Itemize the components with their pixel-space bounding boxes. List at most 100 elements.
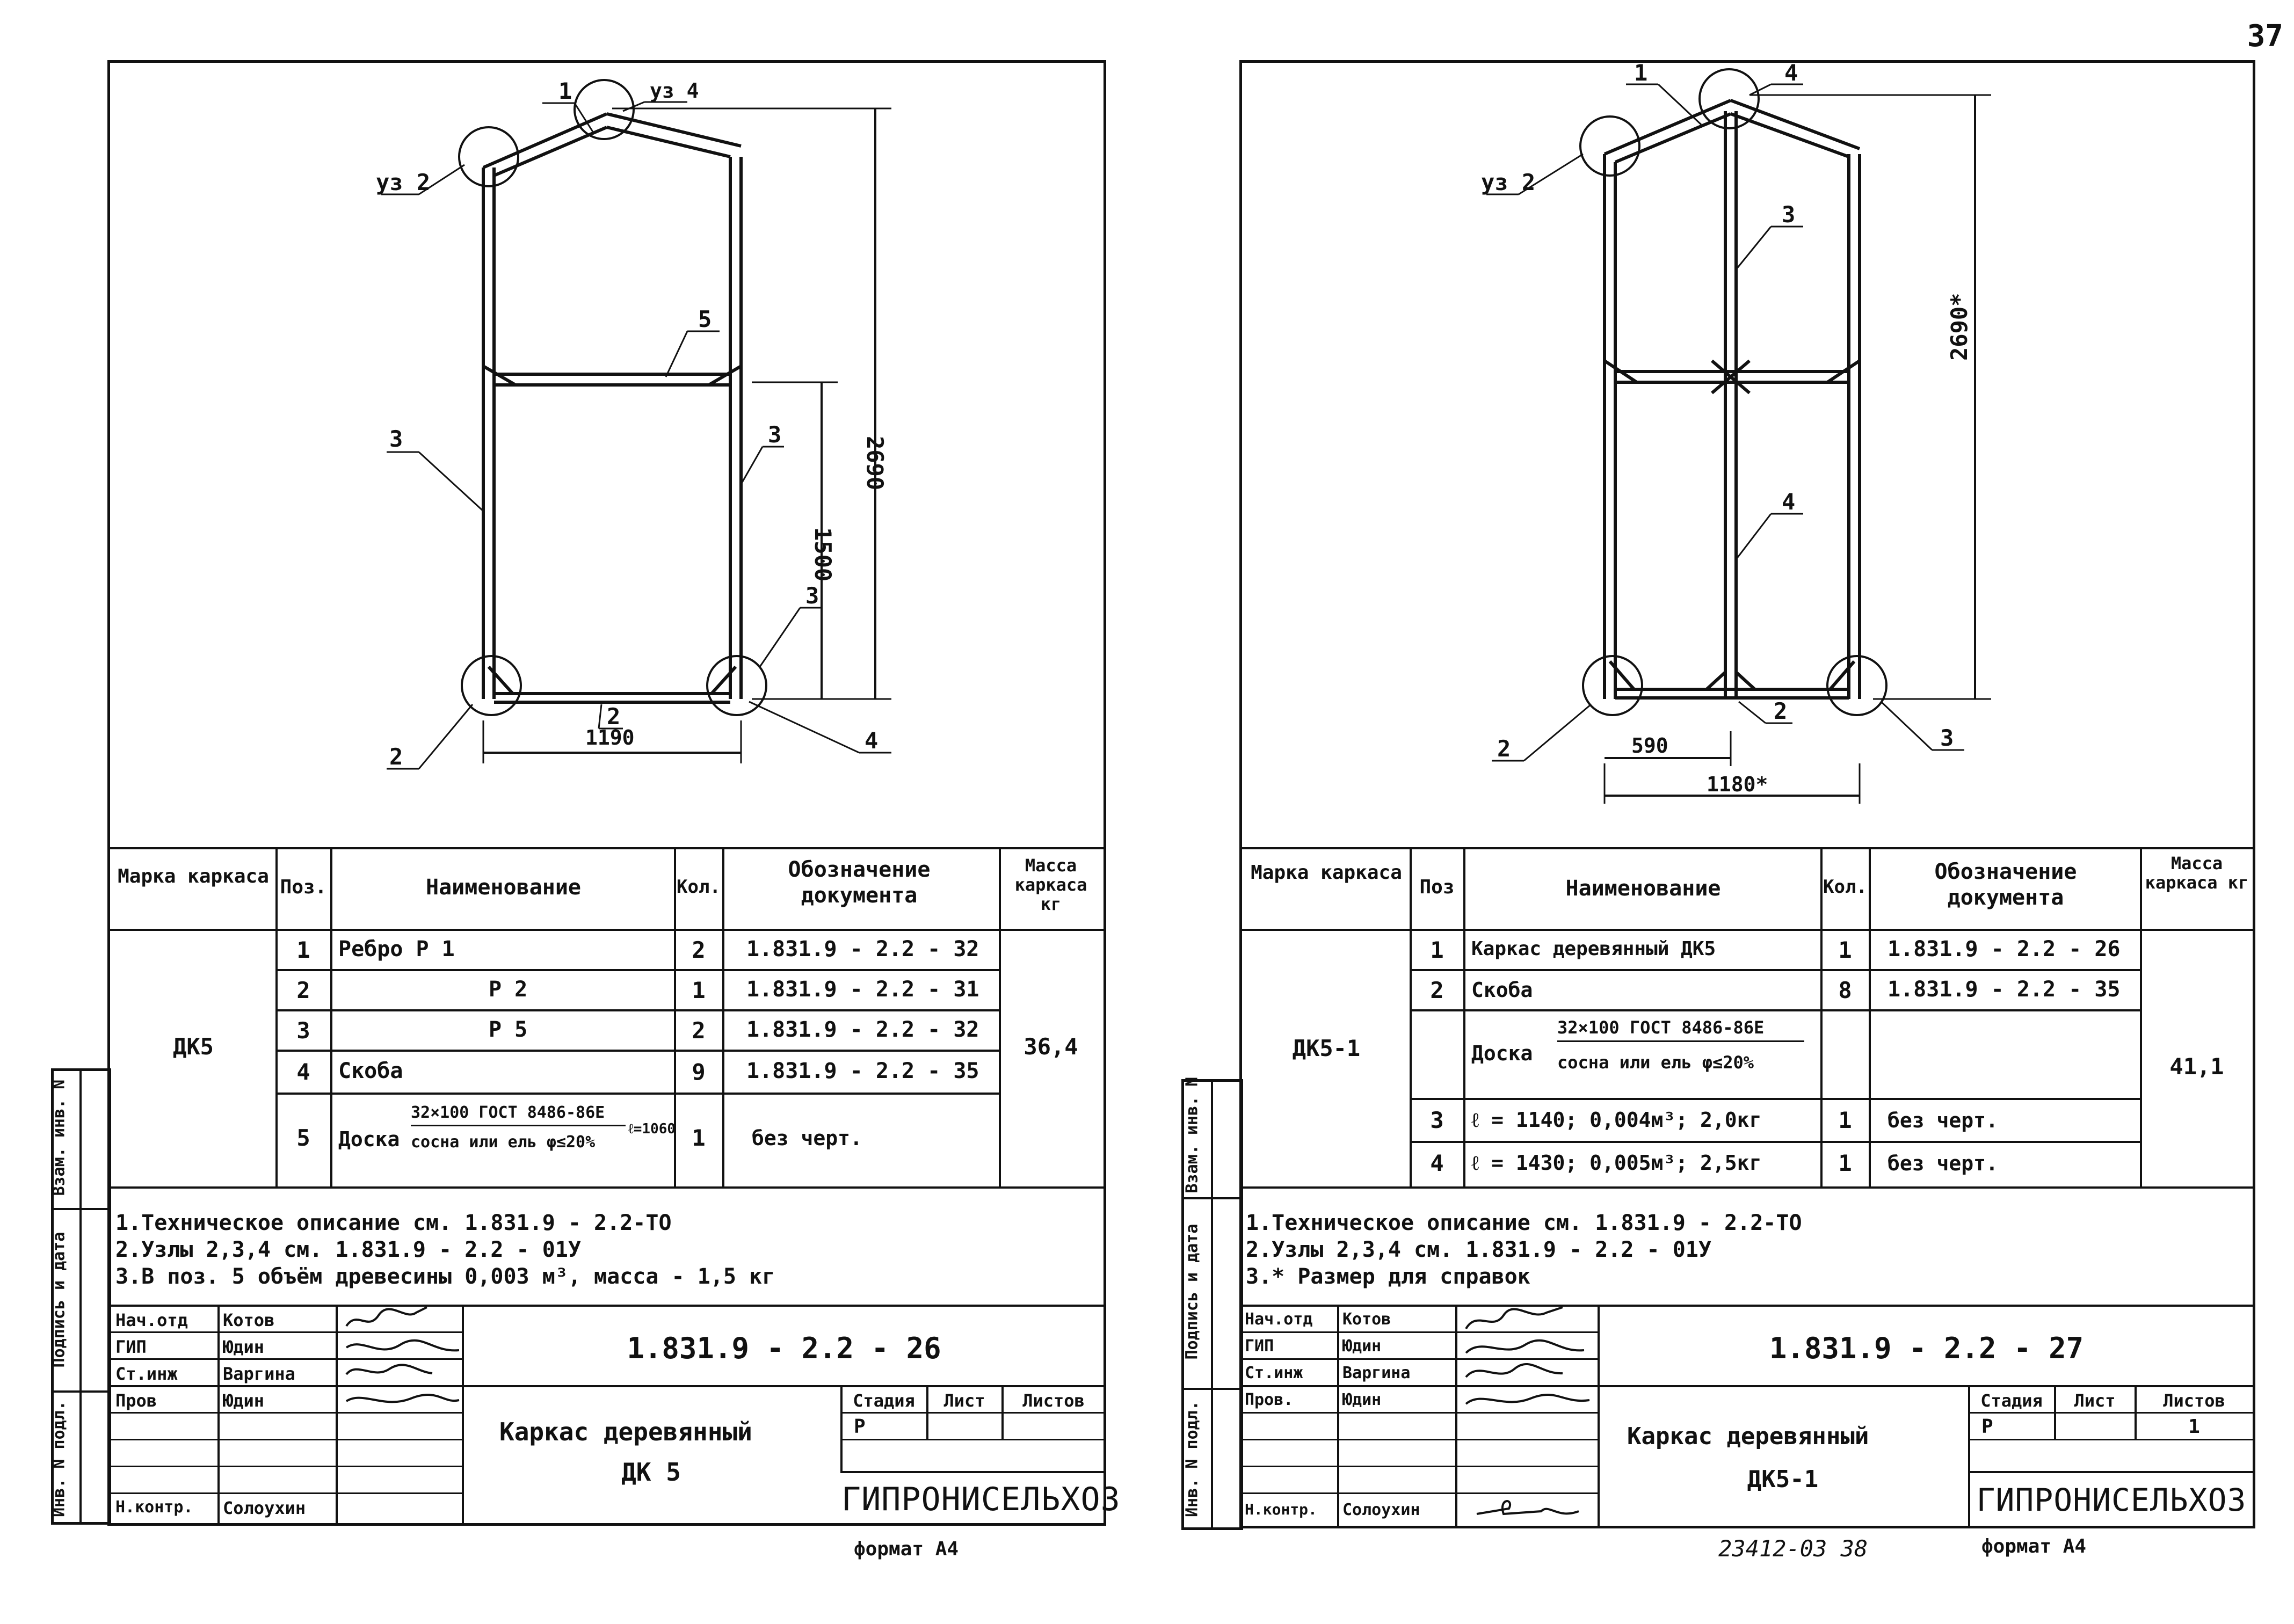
left-row-pos: 2 bbox=[296, 977, 310, 1003]
left-row-qty: 2 bbox=[692, 1017, 706, 1044]
left-title-line1: Каркас деревянный bbox=[499, 1417, 752, 1446]
right-row-name: Доска bbox=[1471, 1042, 1533, 1065]
right-signatures bbox=[1465, 1306, 1590, 1516]
left-row-name: Доска bbox=[338, 1127, 400, 1151]
left-stamp-name: Юдин bbox=[223, 1390, 265, 1411]
left-dim-width: 1190 bbox=[585, 726, 635, 749]
left-label-pos1: 1 bbox=[558, 78, 572, 104]
right-title-line1: Каркас деревянный bbox=[1627, 1423, 1869, 1450]
right-side-label-2: Подпись и дата bbox=[1182, 1224, 1202, 1360]
left-row-doc: 1.831.9 - 2.2 - 35 bbox=[746, 1059, 979, 1083]
right-stamp-name: Юдин bbox=[1342, 1390, 1382, 1409]
right-label-uz2: уз 2 bbox=[1481, 169, 1535, 195]
left-side-label-1: Инв. N подл. bbox=[49, 1401, 69, 1517]
left-row-name-top: 32×100 ГОСТ 8486-86Е bbox=[411, 1103, 605, 1122]
right-dim-half: 590 bbox=[1631, 734, 1668, 758]
right-dim-width: 1180* bbox=[1707, 773, 1768, 796]
right-row-qty: 1 bbox=[1838, 1150, 1852, 1176]
right-title-line2: ДК5-1 bbox=[1747, 1466, 1819, 1493]
right-stamp-role: Н.контр. bbox=[1245, 1501, 1317, 1518]
right-dim-height: 2690* bbox=[1946, 293, 1972, 361]
right-label-pos4: 4 bbox=[1782, 489, 1795, 515]
right-doc-code: 1.831.9 - 2.2 - 27 bbox=[1769, 1331, 2084, 1365]
right-label-pos4top: 4 bbox=[1784, 60, 1798, 86]
right-header-mark: Марка каркаса bbox=[1251, 862, 1402, 884]
right-label-pos3b: 3 bbox=[1940, 725, 1954, 751]
right-label-pos1: 1 bbox=[1634, 60, 1647, 86]
right-stamp-name: Юдин bbox=[1342, 1337, 1382, 1356]
left-sheet-header: Лист bbox=[943, 1390, 985, 1411]
left-label-pos2a: 2 bbox=[389, 744, 403, 770]
left-row-pos: 3 bbox=[296, 1017, 310, 1044]
right-row-name: ℓ = 1430; 0,005м³; 2,5кг bbox=[1471, 1151, 1762, 1175]
left-mass: 36,4 bbox=[1023, 1033, 1078, 1060]
left-stamp-role: ГИП bbox=[115, 1337, 147, 1357]
left-row-qty: 1 bbox=[692, 977, 706, 1003]
right-row-pos: 1 bbox=[1430, 937, 1444, 963]
right-stage-value: Р bbox=[1981, 1416, 1993, 1438]
left-stamp-role: Пров bbox=[115, 1390, 157, 1411]
left-dim-mid: 1500 bbox=[810, 527, 836, 581]
right-mass: 41,1 bbox=[2169, 1053, 2224, 1080]
left-signatures bbox=[345, 1306, 460, 1403]
right-row-doc: без черт. bbox=[1888, 1152, 1998, 1175]
right-stage-header: Стадия bbox=[1980, 1390, 2043, 1411]
right-header-qty: Кол. bbox=[1823, 876, 1867, 898]
right-stamp-name: Котов bbox=[1342, 1310, 1391, 1329]
right-stamp-role: ГИП bbox=[1245, 1337, 1274, 1356]
left-stage-value: Р bbox=[854, 1416, 866, 1438]
right-header-mass: Масса каркаса кг bbox=[2145, 853, 2249, 893]
right-row-qty: 1 bbox=[1838, 1107, 1852, 1133]
left-row-name-extra: ℓ=1060 bbox=[628, 1121, 676, 1137]
left-frame-border bbox=[107, 60, 1106, 1526]
right-frame-mark: ДК5-1 bbox=[1292, 1035, 1361, 1061]
left-header-name: Наименование bbox=[426, 875, 581, 900]
left-header-doc: Обозначение документа bbox=[788, 857, 931, 908]
right-row-qty: 8 bbox=[1838, 977, 1852, 1003]
right-sheets-value: 1 bbox=[2188, 1416, 2200, 1438]
left-format-label: формат А4 bbox=[854, 1538, 959, 1560]
left-org: ГИПРОНИСЕЛЬХОЗ bbox=[841, 1481, 1121, 1518]
left-note: 1.Техническое описание см. 1.831.9 - 2.2… bbox=[115, 1211, 672, 1235]
left-note: 2.Узлы 2,3,4 см. 1.831.9 - 2.2 - 01У bbox=[115, 1237, 581, 1262]
left-stamp-name: Солоухин bbox=[223, 1498, 306, 1518]
right-frame-border bbox=[1239, 60, 2255, 1528]
right-row-pos: 4 bbox=[1430, 1150, 1444, 1176]
left-stamp-role: Нач.отд bbox=[115, 1310, 188, 1330]
left-frame-drawing: 1 уз 4 уз 2 5 3 3 3 2 2 4 1190 2690 1500 bbox=[376, 78, 891, 770]
left-row-pos: 5 bbox=[296, 1125, 310, 1151]
left-header-mark: Марка каркаса bbox=[118, 865, 269, 887]
left-stamp-name: Варгина bbox=[223, 1364, 295, 1384]
left-row-name: Скоба bbox=[338, 1059, 403, 1083]
left-row-doc: без черт. bbox=[752, 1126, 862, 1150]
right-side-label-3: Взам. инв. N bbox=[1182, 1076, 1202, 1193]
left-sheets-header: Листов bbox=[1022, 1390, 1085, 1411]
right-label-pos3: 3 bbox=[1782, 201, 1795, 228]
right-sheets-header: Листов bbox=[2163, 1390, 2225, 1411]
left-row-doc: 1.831.9 - 2.2 - 32 bbox=[746, 937, 979, 962]
right-header-doc: Обозначение документа bbox=[1934, 860, 2077, 910]
left-row-name: Р 2 bbox=[489, 977, 528, 1002]
right-side-label-1: Инв. N подл. bbox=[1182, 1401, 1202, 1517]
left-row-pos: 1 bbox=[296, 937, 310, 963]
right-format-label: формат А4 bbox=[1981, 1535, 2087, 1557]
right-org: ГИПРОНИСЕЛЬХОЗ bbox=[1976, 1482, 2247, 1518]
left-stamp-name: Котов bbox=[223, 1310, 275, 1330]
left-note: 3.В поз. 5 объём древесины 0,003 м³, мас… bbox=[115, 1264, 775, 1289]
left-label-pos3c: 3 bbox=[805, 582, 819, 609]
right-row-name: Каркас деревянный ДК5 bbox=[1471, 938, 1716, 960]
right-note: 3.* Размер для справок bbox=[1246, 1264, 1530, 1289]
left-label-pos3b: 3 bbox=[768, 421, 781, 448]
right-note: 1.Техническое описание см. 1.831.9 - 2.2… bbox=[1246, 1211, 1802, 1235]
left-label-pos3a: 3 bbox=[389, 426, 403, 452]
left-stage-header: Стадия bbox=[853, 1390, 915, 1411]
left-stamp-role: Н.контр. bbox=[115, 1498, 193, 1517]
right-row-doc: 1.831.9 - 2.2 - 35 bbox=[1888, 977, 2121, 1002]
left-frame-mark: ДК5 bbox=[173, 1033, 214, 1060]
right-row-qty: 1 bbox=[1838, 937, 1852, 963]
left-side-label-2: Подпись и дата bbox=[49, 1232, 69, 1368]
left-row-doc: 1.831.9 - 2.2 - 32 bbox=[746, 1017, 979, 1042]
left-label-uz2: уз 2 bbox=[376, 169, 430, 195]
right-header-pos: Поз bbox=[1419, 876, 1455, 898]
right-stamp-name: Варгина bbox=[1342, 1364, 1411, 1382]
